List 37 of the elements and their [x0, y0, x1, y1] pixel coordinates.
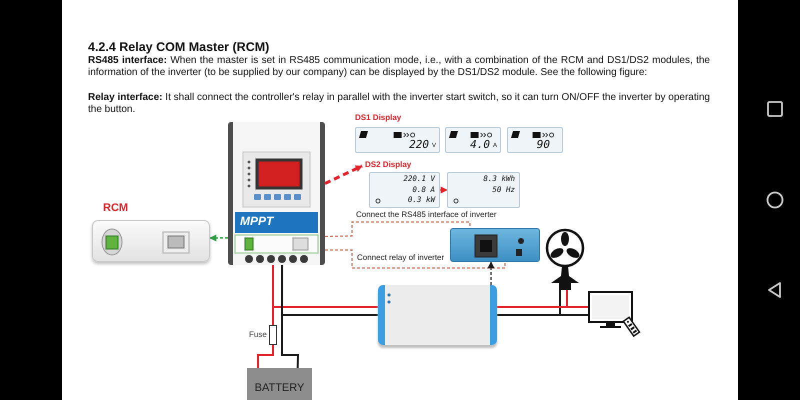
display-heading: DS1 Display: [355, 113, 402, 122]
charge-controller: [228, 122, 325, 265]
arrow: [324, 164, 363, 185]
inverter-case: [378, 285, 497, 345]
wire: [272, 265, 378, 308]
lcd-screen: [447, 172, 520, 208]
controller-label: MPPT: [240, 214, 274, 228]
dashed-connector: [324, 222, 471, 237]
module-heading: RCM: [103, 202, 128, 214]
dashed-connector: [324, 249, 506, 268]
inverter-unit: [450, 228, 540, 262]
lcd-screen: [369, 172, 440, 208]
fan-icon: [545, 228, 585, 290]
lcd-reading: 220: [409, 138, 429, 151]
wire: [257, 345, 274, 368]
edge-label: Connect the RS485 interface of inverter: [356, 210, 497, 220]
wire: [281, 265, 378, 316]
tv-icon: [588, 290, 640, 338]
lcd-screen: [355, 127, 440, 153]
arrow: [488, 261, 495, 285]
lcd-reading: 90: [536, 138, 550, 151]
lcd-reading: 4.0: [470, 138, 490, 151]
edge-label: Connect relay of inverter: [357, 253, 444, 263]
component-label: Fuse: [249, 330, 267, 339]
wire: [497, 306, 588, 308]
fuse-symbol: [269, 325, 277, 345]
arrow: [209, 234, 228, 242]
paragraph: RS485 interface: When the master is set in RS485 communication mode, i.e., with a combination of the RCM and DS1/DS2 modules, the information of the inverter (to be supplied by our company) can be displayed by the DS1/DS2 module. See the following figure:: [88, 55, 710, 79]
arrow: [440, 186, 448, 194]
battery-label: BATTERY: [254, 382, 304, 394]
display-heading: DS2 Display: [365, 160, 412, 169]
lcd-screen: [445, 127, 501, 153]
section-heading: 4.2.4 Relay COM Master (RCM): [88, 40, 270, 54]
wire: [497, 314, 588, 316]
battery: [247, 368, 312, 400]
paragraph: Relay interface: It shall connect the controller's relay in parallel with the inverter start switch, so it can turn ON/OFF the inverter by operating the button.: [88, 92, 710, 115]
lcd-screen: [507, 127, 563, 153]
